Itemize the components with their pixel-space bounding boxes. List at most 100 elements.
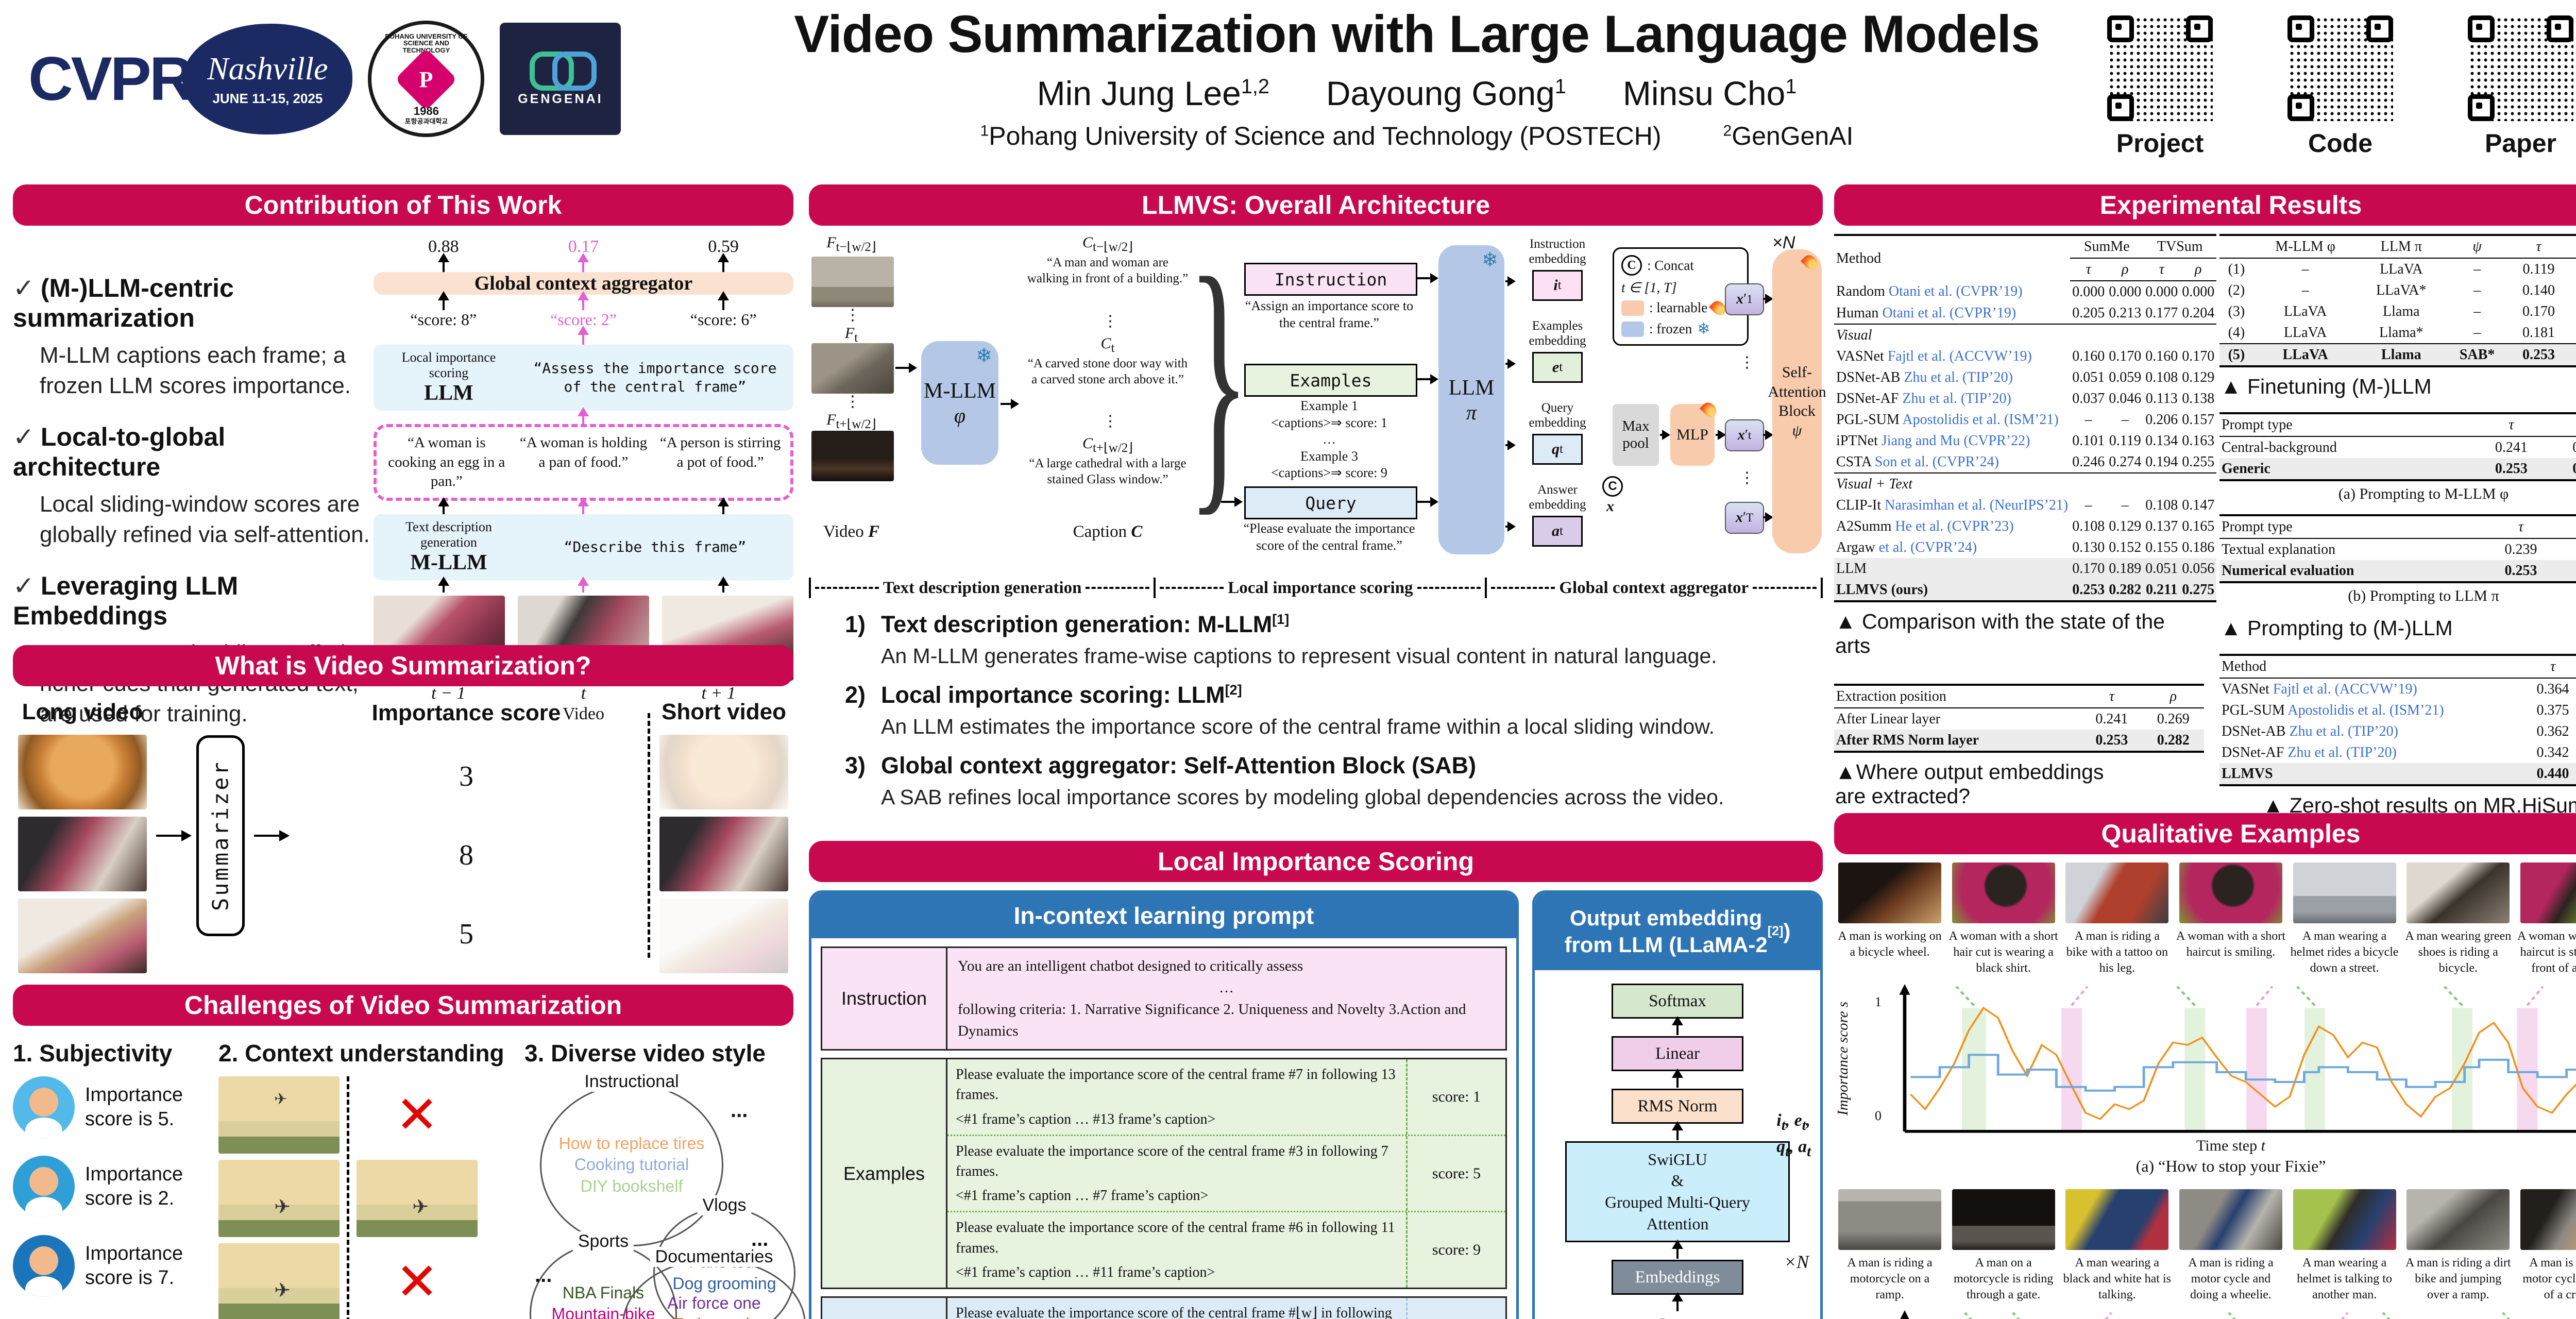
instruction-row: Instruction You are an intelligent chatb… [821, 946, 1507, 1051]
qualitative-caption: A man is riding a bike with a tattoo on … [2066, 929, 2168, 975]
video-frame-thumbnail [811, 343, 894, 394]
architecture-step: 2)Local importance scoring: LLM[2] An LL… [845, 682, 1715, 738]
style-keyword: Cooking tutorial [574, 1155, 689, 1174]
avatar [13, 1156, 75, 1217]
table-row: (2)–LLaVA* –0.1400.156 [2228, 282, 2555, 298]
check-icon: ✓ [13, 571, 35, 600]
refined-score: 0.88 [428, 237, 459, 256]
x-token: x′T [1725, 502, 1764, 534]
examples-box: Examples [1244, 364, 1417, 397]
frame-symbol: Ft [844, 325, 858, 345]
importance-score-value: 3 [459, 760, 473, 792]
xN-label: ×N [1772, 233, 1795, 252]
qualitative-frame-thumbnail [2179, 863, 2282, 923]
qualitative-frame-thumbnail [2293, 863, 2396, 923]
frame-caption: “A person is stirring a pot of food.” [659, 434, 781, 470]
subjectivity-item: Importance score is 5. [13, 1076, 211, 1138]
importance-score-value: 5 [459, 918, 473, 950]
header-logos: CVPR Nashville JUNE 11-15, 2025 POHANG U… [28, 21, 621, 137]
example-item: Please evaluate the importance score of … [947, 1136, 1505, 1213]
table-row: PGL-SUM Apostolidis et al. (ISM’21) 0.37… [2222, 702, 2569, 718]
frame-caption: “A woman is cooking an egg in a pan.” [388, 434, 505, 490]
prompt-a-caption: (a) Prompting to M-LLM φ [2338, 485, 2509, 502]
prompt-b-table: Prompt type τρ Textual explanation0.2390… [2219, 514, 2576, 583]
style-keyword: Air force one [667, 1293, 761, 1312]
author: Minsu Cho1 [1622, 74, 1797, 112]
contribution-bullet: ✓(M-)LLM-centric summarization M-LLM cap… [13, 274, 351, 399]
importance-score-value: 8 [459, 839, 473, 871]
qualitative-caption: A man wearing a helmet rides a bicycle d… [2290, 929, 2399, 975]
cvpr-city: Nashville [207, 52, 328, 87]
prompt-a-table: Prompt type τρ Central-background0.2410.… [2219, 412, 2576, 481]
plane-frame [357, 1160, 478, 1237]
prompting-caption: ▲ Prompting to (M-)LLM [2221, 616, 2453, 640]
refined-score: 0.59 [708, 237, 739, 256]
local-scoring-panels: In-context learning prompt Instruction Y… [809, 890, 1823, 1319]
phase-labels: Text description generation Local import… [809, 576, 1823, 600]
left-column: Contribution of This Work ✓(M-)LLM-centr… [13, 184, 806, 1319]
table-row: LLMVS 0.4400.440 [2219, 763, 2576, 786]
mlp-box: MLP [1670, 399, 1720, 466]
caption-symbol: Ct+⌊w/2⌋ [1082, 435, 1133, 455]
diverse-head: 3. Diverse video style [524, 1040, 766, 1067]
concat-icon: C [1621, 255, 1642, 276]
table-row: VASNet Fajtl et al. (ACCVW’19) 0.3640.36… [2222, 681, 2569, 697]
refined-score: 0.17 [568, 237, 599, 256]
qualitative-frame-thumbnail [2293, 1189, 2396, 1250]
x-token: x′1 [1725, 283, 1764, 315]
affiliations-row: 1Pohang University of Science and Techno… [721, 121, 2112, 151]
y-axis-label: Importance score s [1834, 1306, 1868, 1319]
caption-symbol: Ct [1100, 335, 1115, 355]
author: Min Jung Lee1,2 [1037, 74, 1269, 112]
example-title: (a) “How to stop your Fixie” [2136, 1156, 2326, 1175]
qualitative-frame-thumbnail [2406, 1189, 2510, 1250]
qr-row: Project Code Paper [2107, 15, 2573, 158]
importance-chart [1899, 984, 2576, 1133]
architecture-figure: Ft−⌊w/2⌋ Ft Ft+⌊w/2⌋ Video F ❄ M-LLM φ C… [809, 219, 1826, 568]
caption-symbol: Ct−⌊w/2⌋ [1082, 234, 1133, 254]
subjectivity-head: 1. Subjectivity [13, 1040, 173, 1067]
qualitative-caption: A man is riding a motor cycle in front o… [2522, 1256, 2576, 1301]
query-text: “Please evaluate the importance score of… [1243, 521, 1415, 553]
phase-global-aggregator: Global context aggregator [1559, 578, 1749, 597]
qualitative-caption: A man wearing a helmet is talking to ano… [2297, 1256, 2392, 1301]
instruction-box: Instruction [1244, 263, 1417, 296]
affiliation: 1Pohang University of Science and Techno… [980, 122, 1662, 150]
video-frame-thumbnail [811, 257, 894, 307]
table-row: Visual + Text [1834, 472, 2217, 495]
frozen-icon: ❄ [976, 344, 992, 367]
style-bubble-title: Instructional [579, 1072, 684, 1092]
main-table-caption: ▲ Comparison with the state of the arts [1835, 610, 2165, 657]
qualitative-caption: A man is riding a motorcycle on a ramp. [1847, 1256, 1933, 1301]
qualitative-frame-thumbnail [1952, 1189, 2055, 1250]
qr-label: Project [2116, 129, 2204, 158]
learnable-icon [1800, 252, 1821, 273]
query-row: Query Please evaluate the importance sco… [821, 1296, 1507, 1319]
chain-link-icon [529, 51, 597, 91]
postech-org: POHANG UNIVERSITY OF SCIENCE AND TECHNOL… [385, 32, 468, 54]
postech-org-kr: 포항공과대학교 [404, 117, 448, 125]
frame-caption: “A woman is holding a pan of food.” [519, 434, 648, 470]
qualitative-frame-thumbnail [2520, 1189, 2576, 1250]
caption-c-label: Caption C [1073, 522, 1143, 541]
frame-time-label: t [581, 684, 586, 703]
check-icon: ✓ [13, 274, 35, 302]
style-bubble-title: Vlogs [697, 1195, 752, 1215]
caption-text: “A large cathedral with a large stained … [1029, 456, 1187, 487]
